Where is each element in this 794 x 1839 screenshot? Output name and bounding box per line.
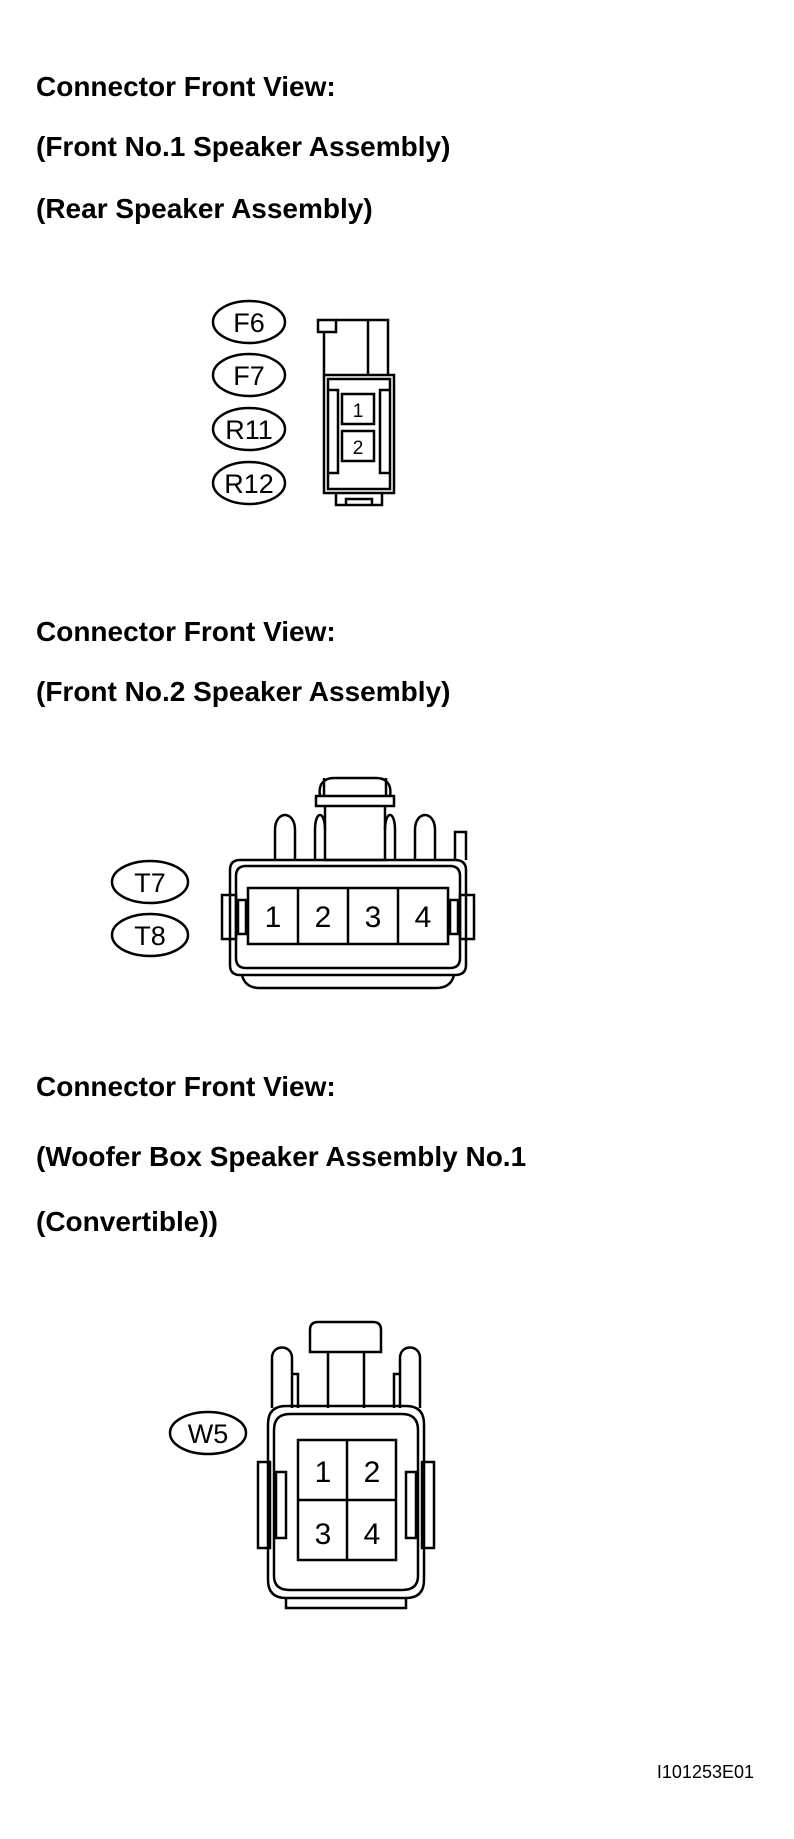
svg-text:2: 2 (315, 901, 332, 934)
code-oval-f7: F7 (211, 352, 287, 398)
pin-1: 1 (265, 888, 300, 944)
connector-4pin-square-housing (256, 1320, 436, 1610)
code-oval-t7: T7 (110, 859, 190, 905)
pin-4: 4 (364, 1518, 381, 1551)
code-oval-f6: F6 (211, 299, 287, 345)
svg-text:2: 2 (353, 438, 364, 459)
svg-text:T8: T8 (134, 921, 166, 951)
code-oval-r12: R12 (211, 460, 287, 506)
section2-heading: Connector Front View: (36, 616, 336, 647)
connector-2pin-housing (316, 318, 396, 507)
svg-text:F7: F7 (233, 361, 265, 391)
svg-text:1: 1 (353, 401, 364, 422)
connector-4pin-square-diagram: W5 1 2 3 4 (168, 1320, 436, 1610)
svg-text:W5: W5 (188, 1419, 229, 1449)
section3-subheading-2: (Convertible)) (36, 1206, 218, 1237)
connector-4pin-row-diagram: T7 T8 1 2 3 4 (110, 776, 476, 990)
svg-text:R12: R12 (224, 469, 274, 499)
svg-text:1: 1 (315, 1456, 332, 1489)
svg-text:3: 3 (365, 901, 382, 934)
code-oval-r11: R11 (211, 406, 287, 452)
pin-3: 3 (315, 1518, 332, 1551)
section1-heading: Connector Front View: (36, 71, 336, 102)
code-oval-w5: W5 (168, 1410, 248, 1456)
svg-text:1: 1 (265, 901, 282, 934)
code-oval-t8: T8 (110, 912, 190, 958)
figure-id: I101253E01 (656, 1762, 754, 1782)
pin-2: 2 (315, 888, 350, 944)
section2-subheading-1: (Front No.2 Speaker Assembly) (36, 676, 451, 707)
svg-text:F6: F6 (233, 308, 265, 338)
pin-4: 4 (415, 901, 432, 934)
svg-text:T7: T7 (134, 868, 166, 898)
section1-subheading-1: (Front No.1 Speaker Assembly) (36, 131, 451, 162)
section1-subheading-2: (Rear Speaker Assembly) (36, 193, 373, 224)
pin-3: 3 (365, 888, 400, 944)
svg-text:2: 2 (364, 1456, 381, 1489)
section3-subheading-1: (Woofer Box Speaker Assembly No.1 (36, 1141, 527, 1172)
connector-4pin-row-housing (220, 776, 476, 990)
section3-heading: Connector Front View: (36, 1071, 336, 1102)
pin-2: 2 (340, 429, 376, 463)
svg-text:4: 4 (364, 1518, 381, 1551)
pin-2: 2 (364, 1456, 381, 1489)
svg-text:R11: R11 (225, 415, 273, 445)
pin-1: 1 (315, 1456, 332, 1489)
connector-2pin-diagram: F6 F7 R11 R12 1 2 (211, 299, 396, 507)
pin-1: 1 (340, 392, 376, 426)
svg-text:3: 3 (315, 1518, 332, 1551)
svg-text:4: 4 (415, 901, 432, 934)
